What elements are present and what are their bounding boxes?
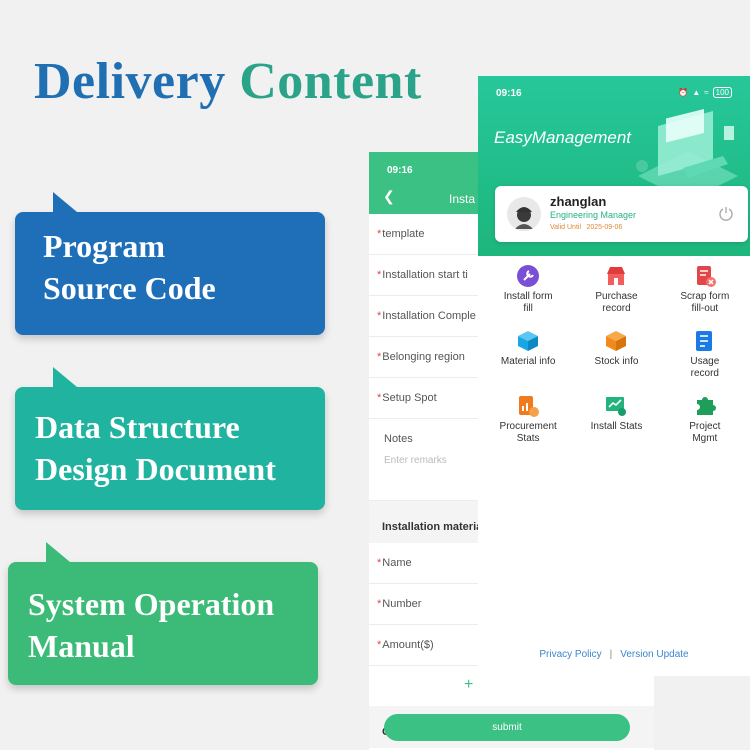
- status-time: 09:16: [387, 165, 413, 176]
- signal-icon: ▲: [692, 88, 701, 97]
- menu-procurement-stats[interactable]: Procurement Stats: [484, 394, 572, 445]
- wrench-icon: [517, 265, 540, 287]
- title-word-content: Content: [239, 53, 422, 110]
- plus-icon[interactable]: +: [464, 676, 474, 693]
- required-mark: *: [377, 228, 382, 240]
- status-time: 09:16: [496, 88, 522, 99]
- cart-store-icon: [607, 267, 626, 285]
- menu-label: Project Mgmt: [689, 421, 721, 444]
- menu-project-mgmt[interactable]: Project Mgmt: [661, 394, 749, 445]
- menu-label: Scrap form fill-out: [680, 291, 730, 314]
- menu-usage-record[interactable]: Usage record: [661, 329, 749, 380]
- menu-stock-info[interactable]: Stock info: [572, 329, 660, 380]
- field-label: Name: [382, 557, 412, 569]
- battery-icon: 100: [712, 87, 732, 98]
- alarm-icon: ⏰: [678, 88, 689, 97]
- report-icon: [519, 396, 540, 417]
- user-card: zhanglan Engineering Manager Valid Until…: [495, 186, 748, 242]
- bubble-source-code: Program Source Code: [15, 192, 325, 335]
- submit-button[interactable]: submit: [384, 714, 630, 741]
- back-arrow-icon[interactable]: ❮: [383, 188, 395, 204]
- title-word-delivery: Delivery: [34, 53, 226, 110]
- field-label: Installation Comple: [382, 310, 476, 322]
- required-mark: *: [377, 557, 382, 569]
- chart-icon: [606, 397, 627, 416]
- bubble-operation-manual: System Operation Manual: [8, 542, 318, 685]
- section-gap: [369, 706, 654, 716]
- home-phone-screen: 09:16 ⏰ ▲ ≈ 100 EasyManagement zhanglan …: [478, 76, 750, 676]
- required-mark: *: [377, 639, 382, 651]
- required-mark: *: [377, 392, 382, 404]
- scrap-form-icon: [696, 266, 716, 287]
- required-mark: *: [377, 269, 382, 281]
- privacy-policy-link[interactable]: Privacy Policy: [539, 649, 602, 660]
- menu-label: Stock info: [594, 356, 639, 367]
- field-label: Installation start ti: [382, 269, 468, 281]
- version-update-link[interactable]: Version Update: [620, 649, 689, 660]
- add-material-row[interactable]: +: [369, 666, 654, 706]
- menu-install-stats[interactable]: Install Stats: [572, 394, 660, 445]
- home-hero: 09:16 ⏰ ▲ ≈ 100 EasyManagement zhanglan …: [478, 76, 750, 256]
- user-name: zhanglan: [550, 194, 607, 209]
- brand-name: EasyManagement: [494, 128, 632, 147]
- menu-label: Purchase record: [595, 291, 638, 314]
- menu-scrap-form[interactable]: Scrap form fill-out: [661, 264, 749, 315]
- menu-install-form[interactable]: Install form fill: [484, 264, 572, 315]
- field-label: Setup Spot: [382, 392, 437, 404]
- footer-separator: |: [609, 649, 613, 660]
- field-label: Number: [382, 598, 422, 610]
- form-title: Insta: [449, 192, 476, 206]
- footer-links: Privacy Policy | Version Update: [478, 649, 750, 660]
- field-label: template: [382, 228, 425, 240]
- required-mark: *: [377, 598, 382, 610]
- required-mark: *: [377, 351, 382, 363]
- user-valid-until: Valid Until 2025-09-06: [550, 224, 623, 231]
- bubble-data-structure-text: Data Structure Design Document: [35, 409, 276, 487]
- menu-label: Procurement Stats: [499, 421, 557, 444]
- puzzle-icon: [696, 397, 716, 415]
- menu-grid: Install form fill Purchase record Scrap …: [484, 264, 749, 445]
- avatar-icon: [507, 197, 541, 231]
- power-icon[interactable]: [718, 205, 734, 221]
- bubble-data-structure: Data Structure Design Document: [15, 367, 325, 510]
- list-icon: [695, 331, 712, 351]
- bubble-source-code-text: Program Source Code: [43, 228, 216, 306]
- menu-label: Usage record: [690, 356, 720, 379]
- wifi-icon: ≈: [704, 88, 709, 97]
- menu-material-info[interactable]: Material info: [484, 329, 572, 380]
- required-mark: *: [377, 310, 382, 322]
- box-icon: [606, 331, 627, 351]
- notes-label: Notes: [384, 433, 413, 445]
- status-icons: ⏰ ▲ ≈ 100: [678, 87, 732, 98]
- bubble-operation-manual-text: System Operation Manual: [28, 586, 275, 664]
- field-label: Belonging region: [382, 351, 465, 363]
- page-title: Delivery Content: [34, 52, 422, 111]
- menu-label: Material info: [500, 356, 556, 367]
- menu-label: Install Stats: [590, 421, 643, 432]
- menu-label: Install form fill: [503, 291, 553, 314]
- cube-icon: [518, 331, 539, 351]
- menu-purchase-record[interactable]: Purchase record: [572, 264, 660, 315]
- user-role: Engineering Manager: [550, 210, 637, 220]
- notes-input[interactable]: Enter remarks: [384, 455, 447, 466]
- field-label: Amount($): [382, 639, 434, 651]
